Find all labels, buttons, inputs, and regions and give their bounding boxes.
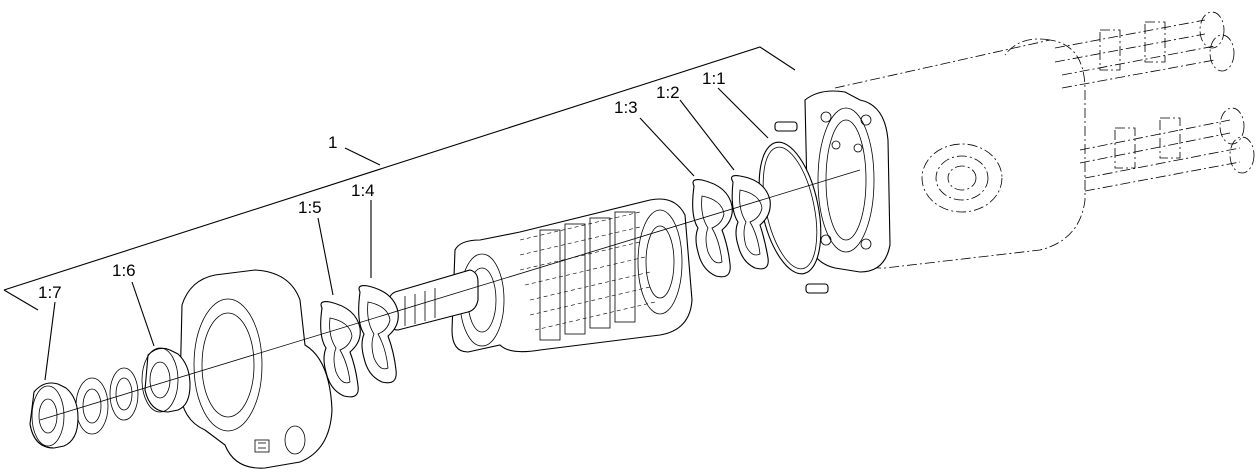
snap-rings [75,367,139,435]
centre-axis [39,169,861,421]
callout-1-5: 1:5 [298,198,322,217]
front-flange [179,269,333,469]
callout-1-2: 1:2 [656,83,680,102]
bearing-1-6 [141,347,191,413]
callout-1-6: 1:6 [112,261,136,280]
callout-1-4: 1:4 [351,181,375,200]
callout-1-7: 1:7 [38,283,62,302]
gear-set [451,198,693,353]
rear-flange [774,90,891,294]
seal-1-4 [358,285,399,384]
leader-lines [44,87,769,381]
callout-1-1: 1:1 [702,69,726,88]
callout-assembly: 1 [328,133,337,152]
rear-housing-phantom [834,11,1255,269]
seal-1-2 [731,175,771,270]
callout-1-3: 1:3 [614,98,638,117]
seal-1-3 [692,179,733,278]
assembly-bracket [3,46,796,311]
